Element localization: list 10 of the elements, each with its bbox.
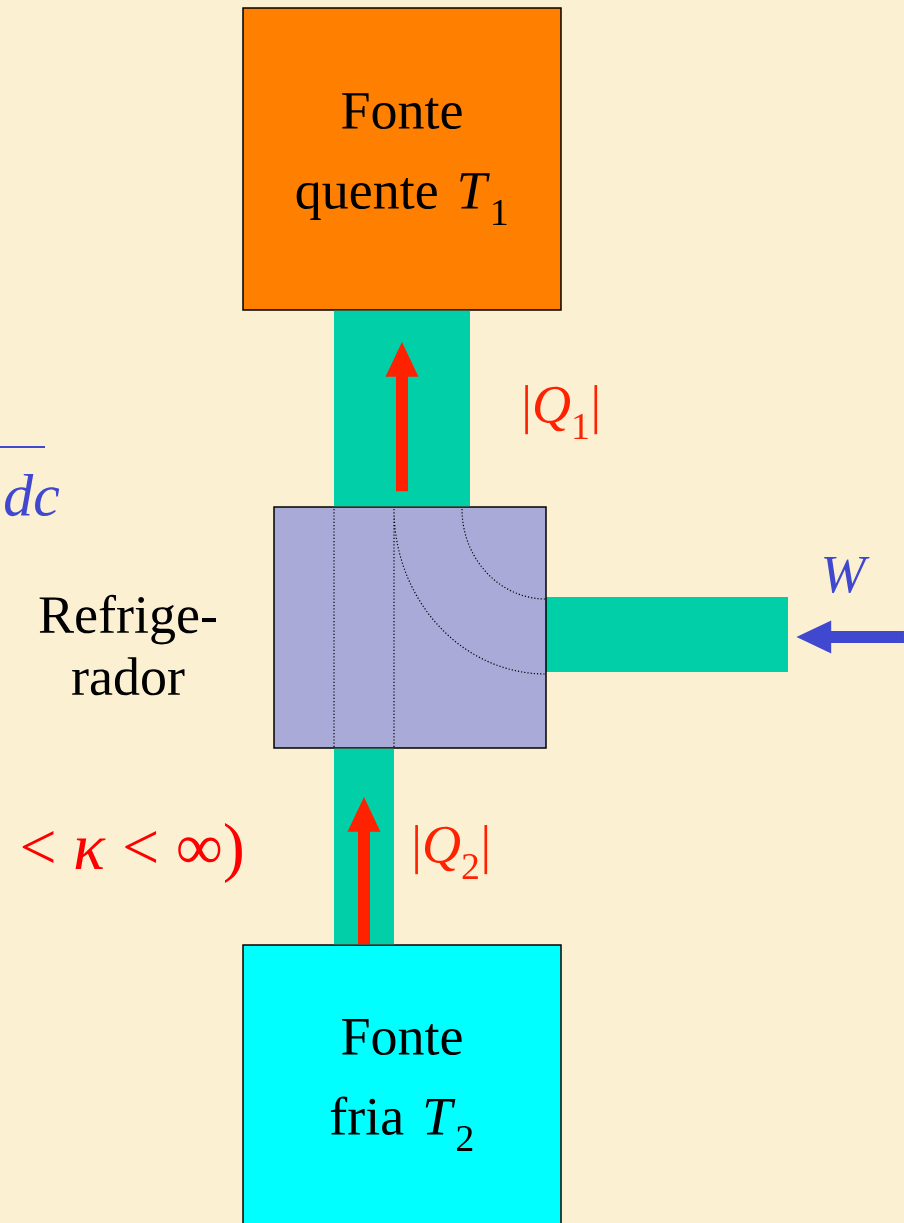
formula-fragment: dc xyxy=(0,446,60,517)
edge-label: |Q$_{1}$| xyxy=(525,385,598,439)
formula-fragment: < κ < ∞) xyxy=(22,823,242,883)
refrigerator-box xyxy=(273,506,547,749)
edge-label: W xyxy=(824,556,870,594)
source-box: Fonte quente T$_{1}$ xyxy=(242,7,562,311)
edge-label: |Q$_{2}$| xyxy=(415,825,488,879)
flow-band xyxy=(546,597,788,672)
side-label: Refrige- rador xyxy=(39,594,216,696)
source-box: Fonte fria T$_{2}$ xyxy=(242,944,562,1223)
